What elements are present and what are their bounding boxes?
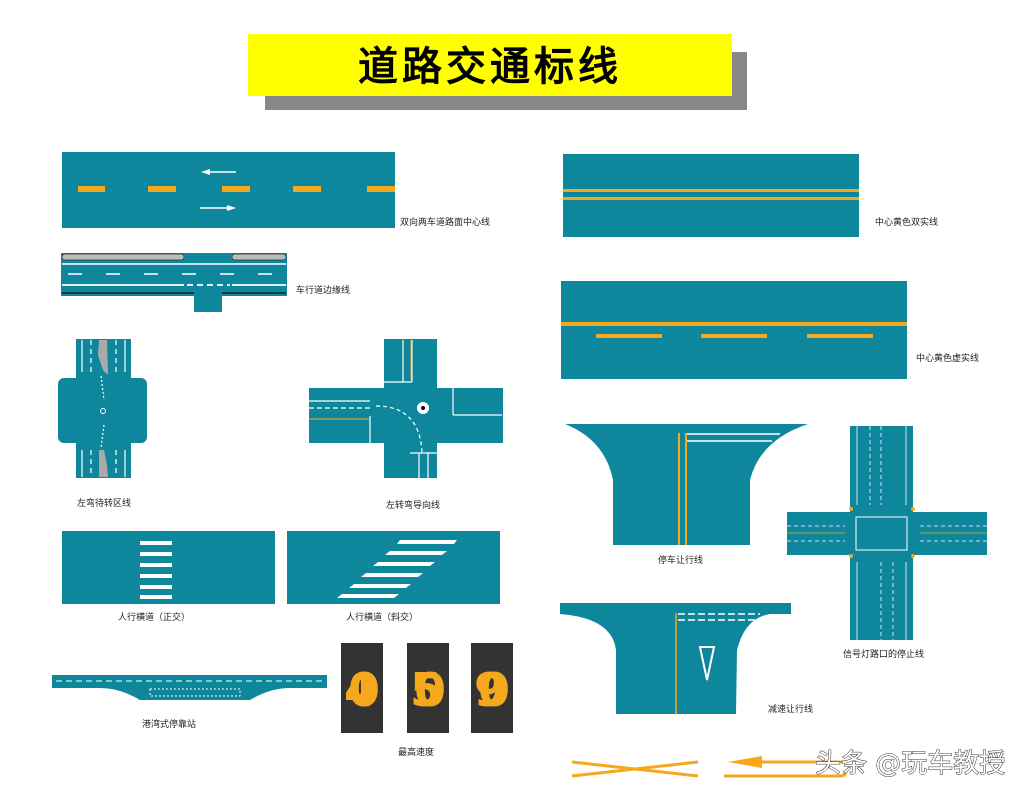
traffic-light-icon [849, 507, 915, 558]
title-banner: 道路交通标线 [248, 34, 747, 110]
signal-intersection-diagram: 信号灯路口的停止线 [787, 426, 987, 660]
diagram-label: 中心黄色双实线 [875, 216, 938, 228]
bus-bay-diagram: 港湾式停靠站 [52, 675, 327, 730]
diagram-label: 人行横道（斜交） [346, 611, 418, 623]
stop-yield-diagram: 停车让行线 [565, 424, 808, 566]
diagram-label: 信号灯路口的停止线 [843, 648, 924, 660]
diagram-label: 人行横道（正交） [118, 611, 190, 623]
diagram-label: 最高速度 [398, 746, 434, 758]
page-title: 道路交通标线 [358, 44, 622, 90]
speed-limit-50: 50 [410, 663, 446, 717]
edge-line-diagram: 车行道边缘线 [61, 253, 350, 312]
diagram-label: 中心黄色虚实线 [916, 352, 979, 364]
diagram-label: 减速让行线 [768, 703, 813, 715]
left-turn-guide-diagram: 左转弯导向线 [309, 339, 503, 511]
crosswalk-oblique-diagram: 人行横道（斜交） [287, 531, 500, 623]
two-way-centerline-diagram: 双向两车道路面中心线 [62, 152, 490, 228]
diagram-label: 左弯待转区线 [77, 497, 131, 509]
diagram-label: 停车让行线 [658, 554, 703, 566]
speed-limit-40: 40 [344, 663, 380, 717]
diagram-label: 双向两车道路面中心线 [400, 216, 490, 228]
left-arrow-icon [201, 169, 236, 175]
left-turn-waiting-zone-diagram: 左弯待转区线 [58, 339, 147, 509]
yellow-solid-dashed-diagram: 中心黄色虚实线 [561, 281, 979, 379]
speed-limit-markings: 40 50 90 最高速度 [341, 643, 513, 758]
yield-triangle-icon [698, 646, 716, 681]
bottom-yellow-markings [571, 756, 848, 778]
slow-yield-diagram: 减速让行线 [560, 603, 813, 715]
diagram-label: 车行道边缘线 [296, 284, 350, 296]
diagram-label: 左转弯导向线 [386, 499, 440, 511]
double-yellow-solid-diagram: 中心黄色双实线 [563, 154, 938, 237]
crosswalk-orthogonal-diagram: 人行横道（正交） [62, 531, 275, 623]
title-box [248, 34, 732, 96]
watermark: 头条 @玩车教授 [815, 749, 1005, 779]
right-arrow-icon [200, 205, 236, 211]
diagram-label: 港湾式停靠站 [142, 718, 196, 730]
speed-limit-90: 90 [474, 663, 510, 717]
